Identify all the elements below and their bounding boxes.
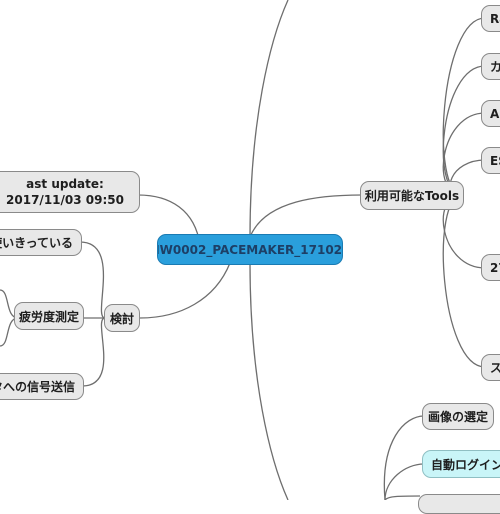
kentou-child-label: タへの信号送信 bbox=[0, 380, 75, 394]
tools-child-node[interactable]: ES bbox=[481, 147, 500, 174]
kentou-child-label: 疲労度測定 bbox=[18, 309, 79, 324]
bottom-partial-node[interactable] bbox=[418, 494, 500, 514]
tools-child-node[interactable]: Ra bbox=[481, 5, 500, 32]
tools-child-node[interactable]: Ar bbox=[481, 100, 500, 127]
tools-child-label: カ bbox=[490, 58, 500, 75]
tools-child-label: 27 bbox=[490, 260, 500, 275]
tools-child-node[interactable]: ス bbox=[481, 354, 500, 381]
auto-login-node[interactable]: 自動ログイン bbox=[422, 450, 500, 478]
tools-child-label: Ar bbox=[490, 106, 500, 121]
root-node-label: HW0002_PACEMAKER_171026 bbox=[157, 242, 343, 257]
tools-child-label: ES bbox=[490, 153, 500, 168]
root-node[interactable]: HW0002_PACEMAKER_171026 bbox=[157, 234, 343, 265]
kentou-child-fatigue-measure[interactable]: 疲労度測定 bbox=[14, 302, 84, 330]
tools-child-node[interactable]: カ bbox=[481, 53, 500, 80]
tools-label: 利用可能なTools bbox=[364, 189, 460, 203]
tools-child-label: Ra bbox=[490, 11, 500, 26]
kentou-child-signal-send[interactable]: タへの信号送信 bbox=[0, 373, 84, 400]
tools-node[interactable]: 利用可能なTools bbox=[360, 181, 464, 210]
image-selection-label: 画像の選定 bbox=[427, 410, 488, 424]
kentou-child-using-up[interactable]: 使いきっている bbox=[0, 229, 82, 256]
image-selection-node[interactable]: 画像の選定 bbox=[422, 403, 494, 430]
kentou-node[interactable]: 検討 bbox=[104, 304, 140, 332]
auto-login-label: 自動ログイン bbox=[431, 457, 500, 472]
tools-child-node[interactable]: 27 bbox=[481, 254, 500, 281]
kentou-label: 検討 bbox=[109, 311, 134, 326]
kentou-child-label: 使いきっている bbox=[0, 236, 73, 250]
tools-child-label: ス bbox=[490, 359, 500, 376]
last-update-label: ast update: 2017/11/03 09:50 bbox=[6, 177, 124, 207]
last-update-node[interactable]: ast update: 2017/11/03 09:50 bbox=[0, 171, 140, 213]
